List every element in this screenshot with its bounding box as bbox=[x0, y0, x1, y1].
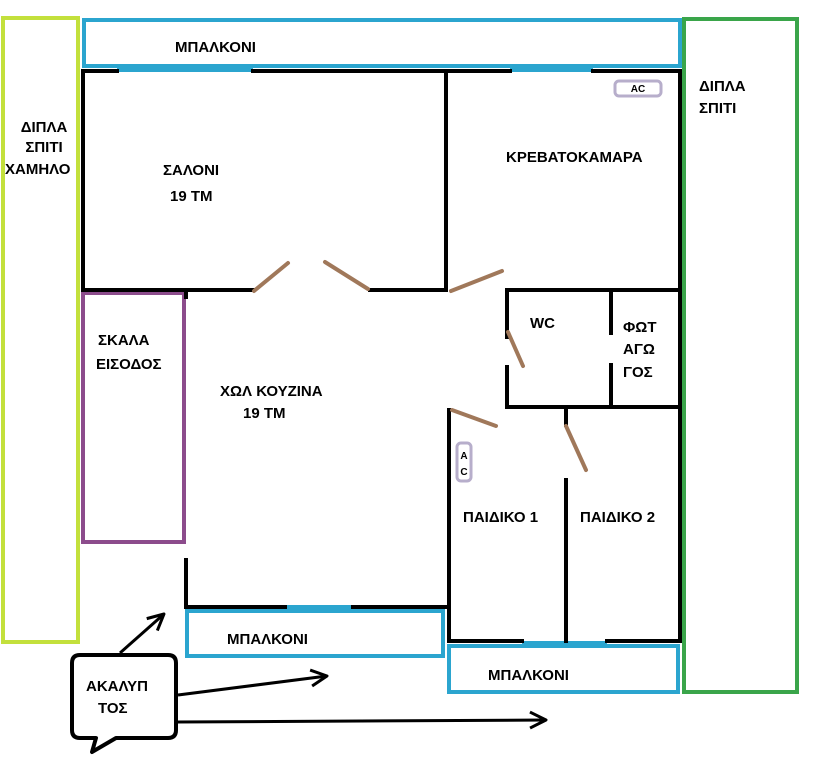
neighbor-house-right bbox=[682, 17, 799, 694]
neighbor-low-label-line3: ΧΑΜΗΛΟ bbox=[5, 161, 71, 178]
neighbor-right-label-line1: ΔΙΠΛΑ bbox=[699, 78, 746, 95]
stairs-label: ΣΚΑΛΑ bbox=[98, 332, 150, 349]
lightwell-label-line2: ΑΓΩ bbox=[623, 341, 655, 358]
neighbor-right-label-line2: ΣΠΙΤΙ bbox=[699, 100, 736, 117]
open-space-label-line1: ΑΚΑΛΥΠ bbox=[86, 678, 148, 695]
open-space-label-line2: ΤΟΣ bbox=[98, 700, 128, 717]
door-kids1 bbox=[450, 408, 498, 428]
arrows bbox=[119, 612, 548, 730]
door-kids2 bbox=[564, 424, 588, 472]
kids-room-2-label: ΠΑΙΔΙΚΟ 2 bbox=[580, 509, 655, 526]
door-bedroom bbox=[449, 269, 504, 293]
bedroom-label: ΚΡΕΒΑΤΟΚΑΜΑΡΑ bbox=[506, 149, 643, 166]
salon-area: 19 ΤΜ bbox=[170, 188, 213, 205]
balcony-bottom-right bbox=[447, 644, 680, 694]
stairs-entrance bbox=[81, 291, 186, 544]
ac-unit-kids bbox=[455, 441, 473, 483]
kids-room-1-label: ΠΑΙΔΙΚΟ 1 bbox=[463, 509, 538, 526]
balcony-top bbox=[82, 18, 682, 68]
balcony-top-label: ΜΠΑΛΚΟΝΙ bbox=[175, 39, 256, 56]
arrow-to-balcony-left bbox=[177, 668, 329, 697]
door-wc bbox=[506, 330, 525, 368]
neighbor-house-low bbox=[1, 16, 80, 644]
arrow-to-entrance bbox=[119, 612, 166, 655]
neighbor-low-label-line1: ΔΙΠΛΑ bbox=[21, 119, 68, 136]
ac-label-kids-line2: C bbox=[460, 467, 467, 478]
door-salon-right bbox=[323, 260, 370, 291]
arrow-to-balcony-right bbox=[175, 710, 548, 730]
entrance-label: ΕΙΣΟΔΟΣ bbox=[96, 356, 162, 373]
salon-label: ΣΑΛΟΝΙ bbox=[163, 162, 219, 179]
lightwell-label-line1: ΦΩΤ bbox=[623, 319, 657, 336]
walls bbox=[81, 69, 682, 643]
balcony-bottom-left bbox=[185, 609, 445, 658]
ac-label-kids-line1: A bbox=[460, 451, 467, 462]
ac-label-bedroom: AC bbox=[631, 84, 645, 95]
neighbor-low-label-line2: ΣΠΙΤΙ bbox=[25, 139, 62, 156]
lightwell-label-line3: ΓΟΣ bbox=[623, 364, 653, 381]
balcony-left-label: ΜΠΑΛΚΟΝΙ bbox=[227, 631, 308, 648]
wc-label: WC bbox=[530, 315, 555, 332]
hall-kitchen-label: ΧΩΛ ΚΟΥΖΙΝΑ bbox=[220, 383, 323, 400]
door-swings bbox=[252, 260, 588, 472]
ac-unit-bedroom bbox=[613, 79, 663, 98]
hall-kitchen-area: 19 ΤΜ bbox=[243, 405, 286, 422]
open-space-callout bbox=[70, 653, 178, 754]
balcony-right-label: ΜΠΑΛΚΟΝΙ bbox=[488, 667, 569, 684]
door-salon-left bbox=[252, 261, 290, 293]
